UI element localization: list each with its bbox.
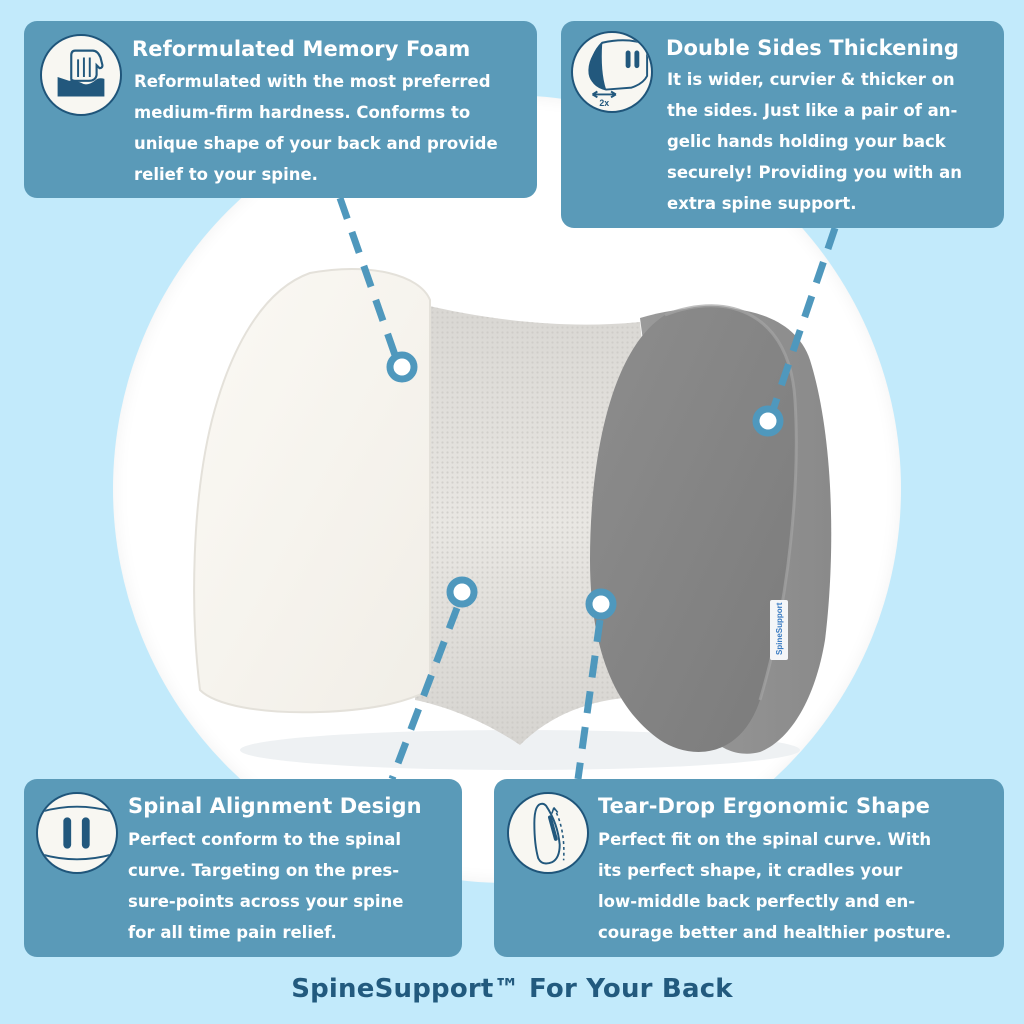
icon-2x-label: 2x <box>599 98 609 108</box>
callout-line-spinal-alignment <box>388 606 461 781</box>
marker-memory-foam <box>386 351 418 383</box>
feature-title: Reformulated Memory Foam <box>132 37 471 61</box>
callout-line-double-sides <box>769 226 839 412</box>
feature-description: It is wider, curvier & thicker on the si… <box>667 70 963 213</box>
pillow-grey-side <box>590 305 797 752</box>
pillow-side-2x-icon: 2x <box>571 31 653 113</box>
tagline: SpineSupport™ For Your Back <box>291 974 733 1004</box>
callout-lines <box>336 196 839 781</box>
feature-title: Double Sides Thickening <box>666 36 959 60</box>
feature-description: Reformulated with the most preferred med… <box>134 72 498 184</box>
spinal-alignment-icon <box>36 792 118 874</box>
brand-tag-text: SpineSupport <box>775 602 784 655</box>
marker-spinal-alignment <box>446 576 478 608</box>
feature-card-spinal-alignment: Spinal Alignment Design Perfect conform … <box>24 779 462 957</box>
brand-tag <box>770 600 788 660</box>
hand-pressing-foam-icon <box>40 34 122 116</box>
tear-drop-shape-icon <box>507 792 589 874</box>
marker-tear-drop <box>585 588 617 620</box>
feature-title: Tear-Drop Ergonomic Shape <box>598 794 930 818</box>
feature-card-memory-foam: Reformulated Memory Foam Reformulated wi… <box>24 21 537 198</box>
feature-card-double-sides: 2x Double Sides Thickening It is wider, … <box>561 21 1004 228</box>
marker-double-sides <box>752 405 784 437</box>
pillow-foam-side <box>193 268 431 714</box>
feature-card-tear-drop: Tear-Drop Ergonomic Shape Perfect fit on… <box>494 779 1004 957</box>
feature-description: Perfect fit on the spinal curve. With it… <box>598 830 952 942</box>
feature-title: Spinal Alignment Design <box>128 794 422 818</box>
feature-description: Perfect conform to the spinal curve. Tar… <box>128 830 404 942</box>
callout-line-memory-foam <box>336 196 399 357</box>
callout-markers <box>386 351 784 620</box>
callout-line-tear-drop <box>574 619 604 780</box>
